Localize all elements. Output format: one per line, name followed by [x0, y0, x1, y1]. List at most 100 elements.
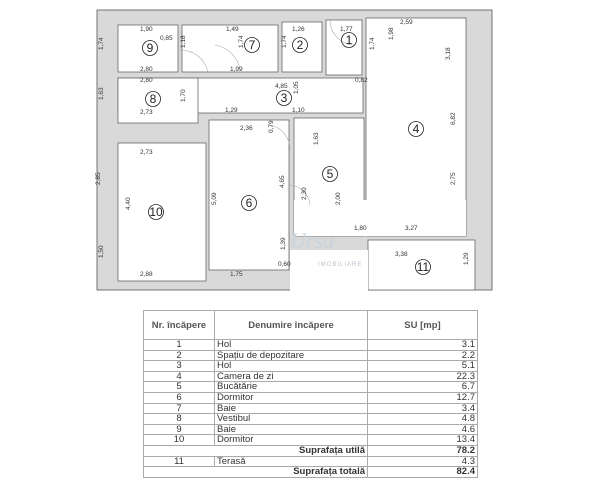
dimension-label: 0,85	[160, 35, 173, 42]
dimension-label: 2,59	[400, 19, 413, 26]
room-number-6: 6	[246, 196, 253, 210]
room-number-9: 9	[147, 41, 154, 55]
dimension-label: 2,30	[301, 187, 308, 200]
dimension-label: 2,85	[95, 172, 102, 185]
watermark-logo: Ursa	[290, 228, 334, 253]
room-nr: 9	[143, 423, 215, 436]
outside-top	[97, 0, 492, 9]
room-nr: 6	[143, 391, 215, 404]
room-number-circle	[148, 204, 164, 220]
room-nr: 1	[143, 339, 215, 351]
room-number-2: 2	[297, 38, 304, 52]
door-arc	[179, 49, 209, 73]
dimension-label: 1,90	[140, 26, 153, 33]
dimension-label: 0,82	[355, 77, 368, 84]
room-area: 3.4	[367, 402, 478, 415]
dimension-label: 1,99	[230, 66, 243, 73]
dimension-label: 2,36	[240, 125, 253, 132]
room-area: 4.8	[367, 413, 478, 425]
dimension-label: 2,75	[450, 172, 457, 185]
room-number-1: 1	[346, 33, 353, 47]
dimension-label: 4,40	[125, 197, 132, 210]
dimension-label: 2,88	[140, 271, 153, 278]
dimension-label: 1,26	[292, 26, 305, 33]
outside-left	[290, 250, 368, 295]
room-2-area	[281, 21, 323, 73]
room-name: Vestibul	[214, 413, 368, 425]
dimension-label: 1,74	[238, 35, 245, 48]
room-number-8: 8	[150, 92, 157, 106]
room-number-circle	[415, 259, 431, 275]
room-name: Dormitor	[214, 391, 368, 404]
room-area: 6.7	[367, 381, 478, 393]
header-name: Denumire încăpere	[214, 310, 368, 340]
room-8-area	[117, 77, 199, 124]
room-name: Bucătărie	[214, 381, 368, 393]
dimension-label: 3,27	[405, 225, 418, 232]
room-area-table: Nr. încăpere Denumire încăpere SU [mp] 1…	[143, 310, 478, 478]
dimension-label: 1,63	[98, 87, 105, 100]
room-name: Dormitor	[214, 434, 368, 446]
room-nr: 11	[143, 455, 215, 468]
dimension-label: 1,05	[293, 81, 300, 94]
dimension-label: 2,73	[140, 109, 153, 116]
room-number-circle	[341, 32, 357, 48]
room-name: Baie	[214, 402, 368, 415]
room-nr: 10	[143, 434, 215, 446]
room-area: 13.4	[367, 434, 478, 446]
room-nr: 4	[143, 370, 215, 383]
dimension-label: 1,49	[226, 26, 239, 33]
room-number-3: 3	[281, 91, 288, 105]
room-area: 22.3	[367, 370, 478, 383]
room-area: 12.7	[367, 391, 478, 404]
room-number-5: 5	[327, 167, 334, 181]
room-11-area	[367, 239, 476, 291]
header-nr: Nr. încăpere	[143, 310, 215, 340]
usable-area-label: Suprafața utilă	[143, 444, 368, 457]
room-6-area	[208, 119, 290, 271]
dimension-label: 1,75	[230, 271, 243, 278]
room-number-circle	[276, 90, 292, 106]
room-name: Baie	[214, 423, 368, 436]
door-arc	[329, 19, 356, 46]
room-9-area	[117, 24, 179, 73]
room-nr: 3	[143, 360, 215, 372]
dimension-label: 3,18	[445, 47, 452, 60]
room-area: 5.1	[367, 360, 478, 372]
dimension-label: 1,80	[354, 225, 367, 232]
total-area-value: 82.4	[367, 466, 478, 478]
room-number-circle	[292, 37, 308, 53]
door-arc	[269, 124, 291, 151]
dimension-label: 1,29	[463, 252, 470, 265]
dimension-label: 2,00	[335, 192, 342, 205]
dimension-label: 1,39	[280, 237, 287, 250]
room-number-7: 7	[249, 38, 256, 52]
room-nr: 8	[143, 413, 215, 425]
dimension-label: 3,38	[395, 251, 408, 258]
room-number-circle	[244, 37, 260, 53]
door-arc	[289, 184, 311, 206]
header-su: SU [mp]	[367, 310, 478, 340]
room-4-area	[365, 17, 467, 237]
dimension-label: 1,77	[340, 26, 353, 33]
room-name: Spațiu de depozitare	[214, 349, 368, 362]
dimension-label: 1,74	[369, 37, 376, 50]
dimension-label: 2,80	[140, 66, 153, 73]
room-name: Camera de zi	[214, 370, 368, 383]
dimension-label: 1,29	[225, 107, 238, 114]
usable-area-value: 78.2	[367, 444, 478, 457]
dimension-label: 5,09	[211, 192, 218, 205]
dimension-label: 1,63	[313, 132, 320, 145]
